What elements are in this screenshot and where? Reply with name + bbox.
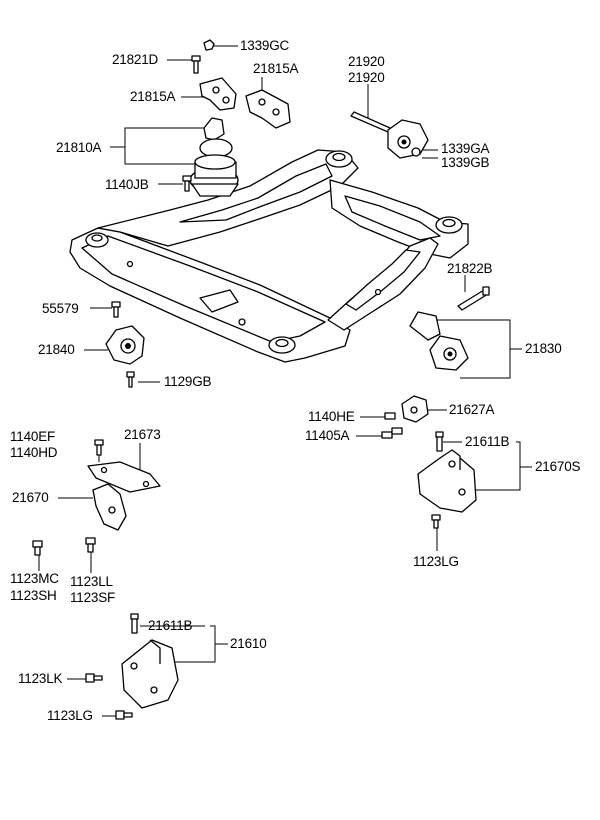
bolt-1123MC-SH (32, 540, 43, 556)
bracket-21670S (417, 449, 477, 513)
label-1123LG-bottom: 1123LG (47, 708, 93, 723)
label-1140EF: 1140EF (10, 429, 56, 444)
bolt-1140HE (384, 412, 396, 420)
mount-21810A (189, 117, 239, 197)
bolt-21920 (350, 111, 391, 133)
label-1123MC: 1123MC (10, 571, 59, 586)
label-21822B: 21822B (447, 261, 493, 276)
label-55579: 55579 (42, 301, 79, 316)
label-21673: 21673 (124, 427, 161, 442)
label-21815A-top: 21815A (253, 61, 299, 76)
bracket-21670 (92, 483, 127, 531)
label-1123LK: 1123LK (18, 671, 63, 686)
bolt-11405A (381, 427, 403, 439)
label-1140JB: 1140JB (105, 177, 149, 192)
bolt-1140EF-HD (94, 439, 104, 456)
label-1123SH: 1123SH (10, 588, 57, 603)
bolt-1123LK (85, 673, 103, 683)
label-21810A: 21810A (56, 140, 102, 155)
bolt-21611B-right (435, 431, 444, 452)
bracket-21627A (401, 395, 429, 423)
plate-21673 (87, 461, 161, 493)
label-21830: 21830 (525, 341, 562, 356)
bolt-1123LL-SF (85, 537, 96, 553)
label-21821D: 21821D (112, 52, 159, 67)
bracket-21815A-left (199, 77, 237, 111)
label-1129GB: 1129GB (164, 374, 212, 389)
label-21627A: 21627A (449, 402, 495, 417)
label-21920-b: 21920 (348, 70, 385, 85)
label-1140HE: 1140HE (308, 409, 355, 424)
leader-lines (38, 45, 532, 717)
label-11405A: 11405A (305, 428, 350, 443)
label-1140HD: 1140HD (10, 445, 58, 460)
label-21815A-left: 21815A (130, 89, 176, 104)
label-21611B-bottom: 21611B (148, 618, 193, 633)
nut-1339GA-GB (411, 147, 421, 157)
bolt-21611B-bottom (130, 613, 139, 634)
bolt-55579 (111, 301, 121, 318)
label-1339GA: 1339GA (441, 141, 490, 156)
bolt-1339GC (203, 39, 215, 51)
bolt-1123LG-right (431, 514, 441, 529)
mount-21840 (105, 325, 145, 365)
label-1339GB: 1339GB (441, 155, 490, 170)
label-21670S: 21670S (535, 459, 581, 474)
mount-21920 (387, 119, 429, 159)
label-1123SF: 1123SF (70, 590, 116, 605)
bracket-21610 (121, 639, 179, 709)
label-1123LG-right: 1123LG (413, 554, 459, 569)
bolt-1123LG-bottom (115, 710, 133, 720)
label-21670: 21670 (12, 490, 49, 505)
label-21611B-right: 21611B (465, 434, 510, 449)
label-1123LL: 1123LL (70, 574, 113, 589)
label-1339GC: 1339GC (240, 38, 290, 53)
label-21610: 21610 (230, 636, 267, 651)
mount-21830 (409, 311, 469, 371)
front-subframe (69, 149, 469, 363)
bolt-1140JB (182, 175, 192, 192)
label-21920-a: 21920 (348, 54, 385, 69)
bracket-21815A-right (245, 89, 291, 129)
label-21840: 21840 (38, 342, 75, 357)
bolt-21822B (457, 286, 490, 311)
bolt-1129GB (126, 371, 135, 388)
bolt-21821D (191, 55, 201, 74)
